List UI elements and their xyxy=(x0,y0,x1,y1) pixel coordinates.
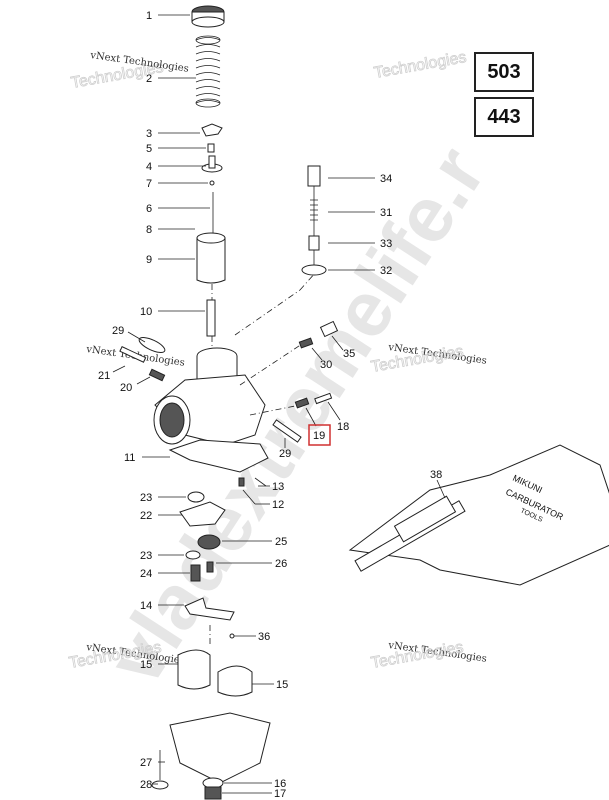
callout-15: 15 xyxy=(140,659,152,671)
model-443-label: 443 xyxy=(487,105,521,128)
callout-7: 7 xyxy=(146,178,152,190)
callout-21: 21 xyxy=(98,370,110,382)
callout-24: 24 xyxy=(140,568,152,580)
callout-2: 2 xyxy=(146,73,152,85)
model-503-box: 503 xyxy=(474,52,534,92)
callout-23: 23 xyxy=(140,550,152,562)
callout-29: 29 xyxy=(279,448,291,460)
callout-31: 31 xyxy=(380,207,392,219)
callout-18: 18 xyxy=(337,421,349,433)
callouts: 1 2 3 5 4 7 6 8 9 10 29 21 20 11 23 22 2… xyxy=(98,10,392,800)
svg-text:Technologies: Technologies xyxy=(373,49,468,82)
callout-34: 34 xyxy=(380,173,392,185)
callout-4: 4 xyxy=(146,161,152,173)
callout-6: 6 xyxy=(146,203,152,215)
tool-kit-illustration: MIKUNI CARBURATOR TOOLS 38 xyxy=(348,444,609,586)
site-watermark: vladextremelife.r xyxy=(90,131,501,699)
callout-1: 1 xyxy=(146,10,152,22)
callout-17: 17 xyxy=(274,788,286,800)
callout-8: 8 xyxy=(146,224,152,236)
callout-29: 29 xyxy=(112,325,124,337)
callout-20: 20 xyxy=(120,382,132,394)
callout-28: 28 xyxy=(140,779,152,791)
callout-5: 5 xyxy=(146,143,152,155)
callout-33: 33 xyxy=(380,238,392,250)
callout-27: 27 xyxy=(140,757,152,769)
leader-lines xyxy=(112,14,375,794)
callout-32: 32 xyxy=(380,265,392,277)
callout-12: 12 xyxy=(272,499,284,511)
callout-36: 36 xyxy=(258,631,270,643)
callout-23: 23 xyxy=(140,492,152,504)
callout-10: 10 xyxy=(140,306,152,318)
callout-26: 26 xyxy=(275,558,287,570)
model-503-label: 503 xyxy=(487,60,521,83)
callout-13: 13 xyxy=(272,481,284,493)
callout-19-highlighted[interactable]: 19 xyxy=(313,430,325,442)
callout-25: 25 xyxy=(275,536,287,548)
callout-16: 16 xyxy=(274,778,286,790)
callout-3: 3 xyxy=(146,128,152,140)
callout-38: 38 xyxy=(430,469,442,481)
callout-15: 15 xyxy=(276,679,288,691)
callout-22: 22 xyxy=(140,510,152,522)
model-443-box: 443 xyxy=(474,97,534,137)
callout-9: 9 xyxy=(146,254,152,266)
callout-11: 11 xyxy=(124,452,135,464)
callout-35: 35 xyxy=(343,348,355,360)
callout-30: 30 xyxy=(320,359,332,371)
callout-14: 14 xyxy=(140,600,152,612)
highlight-box xyxy=(308,424,331,446)
